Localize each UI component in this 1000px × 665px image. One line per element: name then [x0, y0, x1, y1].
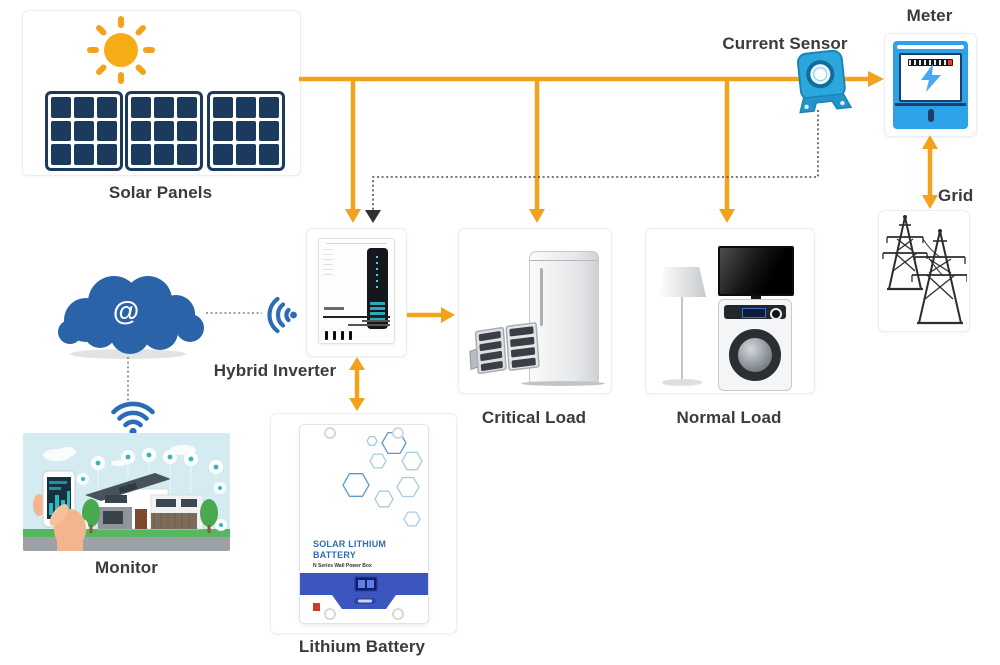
refrigerator-base: [521, 381, 605, 386]
solar-panel-icon: [207, 91, 285, 171]
current-sensor-icon: [796, 49, 853, 114]
cloud-at-symbol: @: [112, 296, 140, 326]
solar-panels-box: [22, 10, 301, 176]
lithium-battery-label: Lithium Battery: [298, 637, 426, 656]
cloud-icon: [58, 276, 204, 359]
floor-lamp-base: [662, 379, 702, 385]
floor-lamp-icon: [658, 267, 706, 297]
hexagon-pattern: [342, 431, 423, 527]
refrigerator-icon: [529, 251, 599, 383]
sensor-feedback-dotted-line: [365, 110, 819, 223]
washing-machine-icon: [718, 299, 792, 391]
meter-icon: [893, 41, 968, 129]
meter-label: Meter: [906, 6, 953, 25]
sun-icon: [87, 16, 155, 84]
mount-hole: [392, 608, 404, 620]
battery-title-line2: BATTERY: [313, 550, 356, 561]
inverter-vents: [323, 249, 333, 275]
meter-screen: [899, 53, 962, 102]
floodlight-icon: [469, 322, 540, 375]
hybrid-inverter-label: Hybrid Inverter: [213, 361, 337, 380]
meter-slot: [927, 109, 934, 122]
normal-load-box: [645, 228, 815, 394]
inverter-divider: [323, 316, 390, 318]
current-sensor-label: Current Sensor: [722, 34, 848, 53]
solar-panels-label: Solar Panels: [108, 183, 213, 202]
inverter-ports: [325, 331, 352, 340]
meter-box: [884, 33, 977, 137]
monitor-label: Monitor: [94, 558, 158, 577]
meter-top-strip: [897, 45, 964, 49]
mount-hole: [324, 427, 336, 439]
hybrid-inverter-box: [306, 228, 407, 357]
battery-title: SOLAR LITHIUM BATTERY: [313, 539, 386, 562]
washer-door: [729, 329, 781, 381]
smart-home-icon: [23, 433, 230, 551]
orange-arrowheads: [345, 71, 938, 411]
mount-hole: [324, 608, 336, 620]
wifi-icon: [267, 296, 297, 334]
inverter-brand-text: [324, 307, 344, 310]
battery-icon: SOLAR LITHIUM BATTERY N Series Wall Powe…: [299, 424, 429, 624]
battery-display-band: [300, 573, 428, 609]
battery-title-line1: SOLAR LITHIUM: [313, 539, 387, 549]
transmission-tower-icon: [882, 215, 967, 325]
normal-load-label: Normal Load: [676, 408, 782, 427]
inverter-top-line: [326, 243, 387, 244]
mount-hole: [392, 427, 404, 439]
critical-load-label: Critical Load: [481, 408, 587, 427]
washer-control-panel: [724, 305, 786, 320]
solar-panel-icon: [45, 91, 123, 171]
floor-lamp-pole: [681, 297, 683, 381]
grid-box: [878, 210, 970, 332]
critical-load-box: [458, 228, 612, 394]
inverter-icon: [318, 238, 395, 344]
meter-divider: [895, 103, 966, 106]
lithium-battery-box: SOLAR LITHIUM BATTERY N Series Wall Powe…: [270, 413, 457, 634]
solar-panel-icon: [125, 91, 203, 171]
inverter-small-text: [348, 324, 390, 326]
meter-segment-display: [908, 59, 953, 66]
battery-subtitle: N Series Wall Power Box: [313, 563, 372, 569]
grid-label: Grid: [938, 186, 974, 205]
battery-breaker: [313, 603, 320, 611]
inverter-small-text: [362, 320, 390, 322]
lightning-bolt-icon: [920, 64, 941, 93]
tv-icon: [718, 246, 794, 296]
